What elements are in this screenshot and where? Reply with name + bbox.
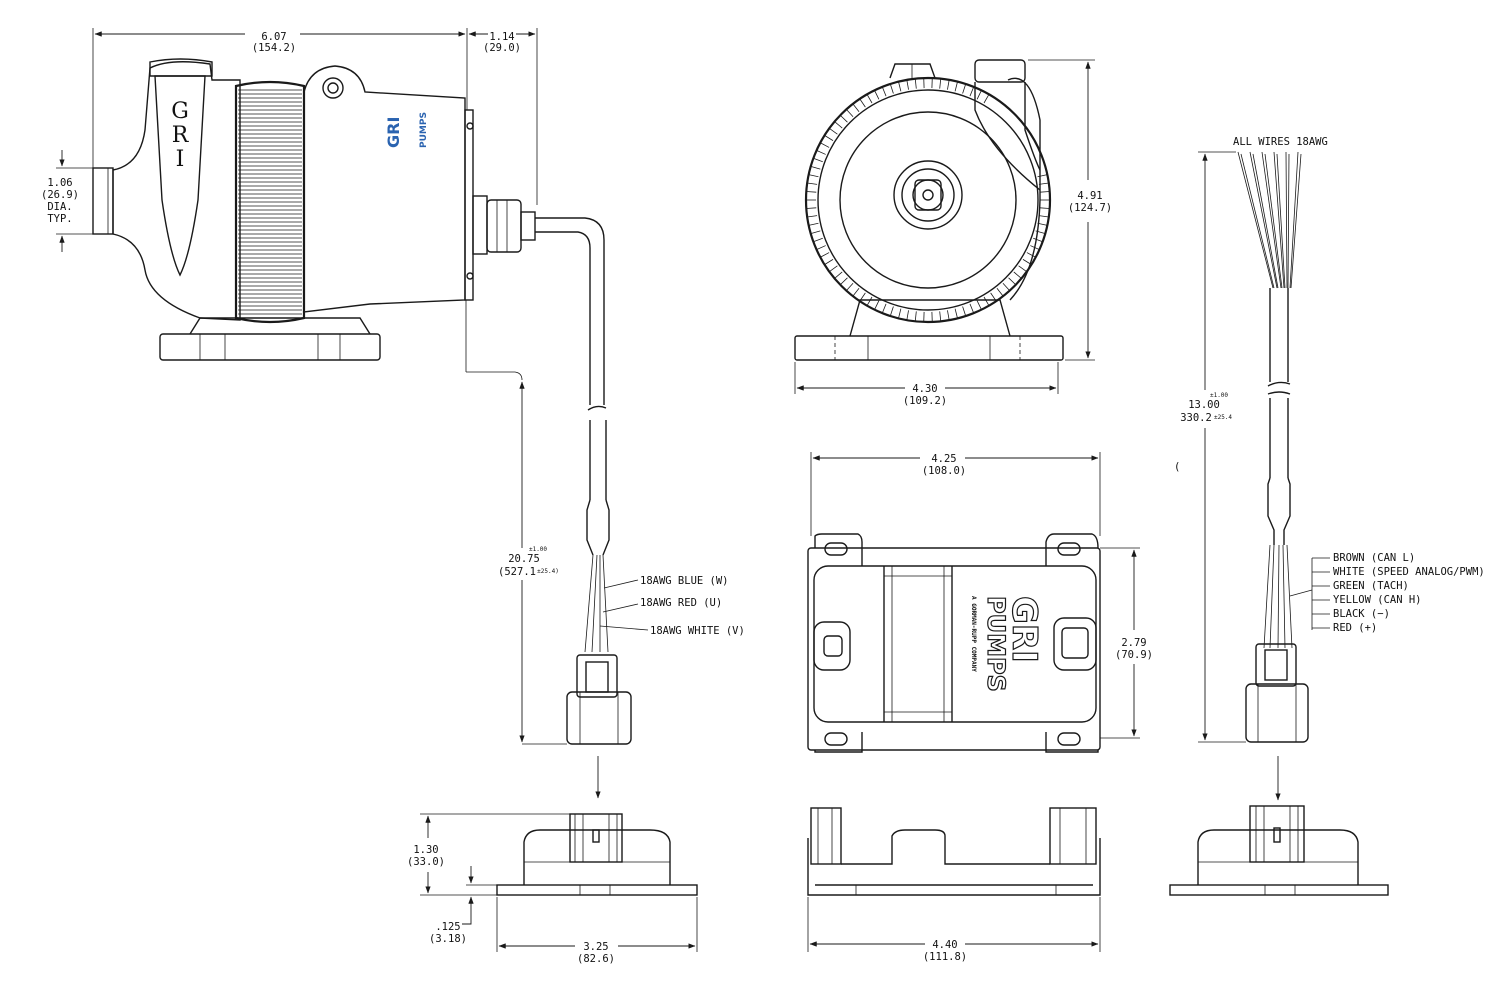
bottom-logo: GRI PUMPS A GORMAN-RUPP COMPANY [970,595,1045,692]
inlet-dia-note: DIA. [47,201,72,213]
body-letter-r: R [172,123,190,148]
cable-length-mm: (527.1 [498,566,536,578]
motor-body [303,65,466,313]
pump-base-plate [159,333,381,361]
signal-length-label: 13.00 [1188,399,1220,411]
dim-cable-offset: 1.14 (29.0) [468,28,538,205]
base-width-label: 4.40 [932,939,957,951]
connector-body [569,813,623,863]
front-width-label: 4.30 [912,383,937,395]
cable-length-mm-tol: ±25.4) [537,568,559,575]
base-width-mm-label: (111.8) [923,951,967,963]
svg-text:GRI: GRI [1004,596,1044,663]
side-logo: GRI PUMPS [384,112,429,148]
power-connector [566,654,632,745]
wire-label-blue: 18AWG BLUE (W) [640,575,729,587]
bottom-width-mm-label: (108.0) [922,465,966,477]
signal-connector [1245,643,1309,743]
signal-wire-white: WHITE (SPEED ANALOG/PWM) [1333,566,1485,578]
wire-label-white: 18AWG WHITE (V) [650,625,745,637]
body-letter-i: I [176,147,185,172]
inlet-tube [92,167,114,235]
conn-width-mm-label: (82.6) [577,953,615,965]
ribbed-ring [234,80,306,324]
wire-label-red: 18AWG RED (U) [640,597,722,609]
svg-text:PUMPS: PUMPS [419,112,429,148]
front-outlet-spout [974,59,1026,83]
connector-view-left: 1.30 (33.0) .125 (3.18) 3.25 (82.6) [407,813,698,965]
conn-flange-label: .125 [435,921,460,933]
signal-wire-green: GREEN (TACH) [1333,580,1409,592]
power-cable [535,217,605,405]
inlet-dia-label: 1.06 [47,177,72,189]
signal-wire-yellow: YELLOW (CAN H) [1333,594,1422,606]
cable-offset-label: 1.14 [489,31,514,43]
signal-wire-red: RED (+) [1333,622,1377,634]
dim-overall-length: 6.07 (154.2) [92,28,468,170]
cable-length-label: 20.75 [508,553,540,565]
bottom-plate [807,547,1101,751]
body-letter-g: G [171,99,189,124]
inlet-dia-typ: TYP. [47,213,72,225]
svg-text:PUMPS: PUMPS [982,596,1010,692]
signal-length-mm: 330.2 [1180,412,1212,424]
bottom-view: 4.25 (108.0) GRI PUMPS A GORMAN-RUPP COM… [807,452,1153,753]
signal-wire-brown: BROWN (CAN L) [1333,552,1415,564]
signal-cable-view: ALL WIRES 18AWG BROWN (CAN L) WHITE (SPE… [1174,136,1485,801]
front-base-plate [794,335,1064,361]
svg-text:A GORMAN-RUPP COMPANY: A GORMAN-RUPP COMPANY [970,596,977,672]
signal-length-mm-tol: ±25.4 [1214,414,1232,421]
side-view: 6.07 (154.2) 1.14 (29.0) 1.06 (26.9) DIA… [41,28,745,799]
bottom-width-label: 4.25 [931,453,956,465]
overall-length-mm-label: (154.2) [252,42,296,54]
conn-width-label: 3.25 [583,941,608,953]
bottom-depth-mm-label: (70.9) [1115,649,1153,661]
front-height-label: 4.91 [1077,190,1102,202]
front-height-mm-label: (124.7) [1068,202,1112,214]
dim-inlet-dia: 1.06 (26.9) DIA. TYP. [41,150,108,252]
dim-cable-length: ±1.00 20.75 (527.1 ±25.4) [465,300,567,745]
signal-wire-black: BLACK (−) [1333,608,1390,620]
svg-text:GRI: GRI [384,117,403,148]
front-width-mm-label: (109.2) [903,395,947,407]
volute-housing [112,61,241,321]
conn-height-mm-label: (33.0) [407,856,445,868]
inlet-dia-mm-label: (26.9) [41,189,79,201]
cable-offset-mm-label: (29.0) [483,42,521,54]
cable-length-tol: ±1.00 [529,546,547,553]
overall-length-label: 6.07 [261,31,286,43]
bottom-depth-label: 2.79 [1121,637,1146,649]
stray-mark: ( [1174,461,1180,473]
conn-flange-mm-label: (3.18) [429,933,467,945]
connector-view-right [1169,805,1389,896]
base-end-view: 4.40 (111.8) [807,807,1101,963]
cable-gland [472,195,536,255]
connector-flange [496,884,698,896]
signal-length-tol: ±1.00 [1210,392,1228,399]
signal-cable-header: ALL WIRES 18AWG [1233,136,1328,148]
front-view: 4.91 (124.7) 4.30 (109.2) [794,59,1112,407]
conn-height-label: 1.30 [413,844,438,856]
